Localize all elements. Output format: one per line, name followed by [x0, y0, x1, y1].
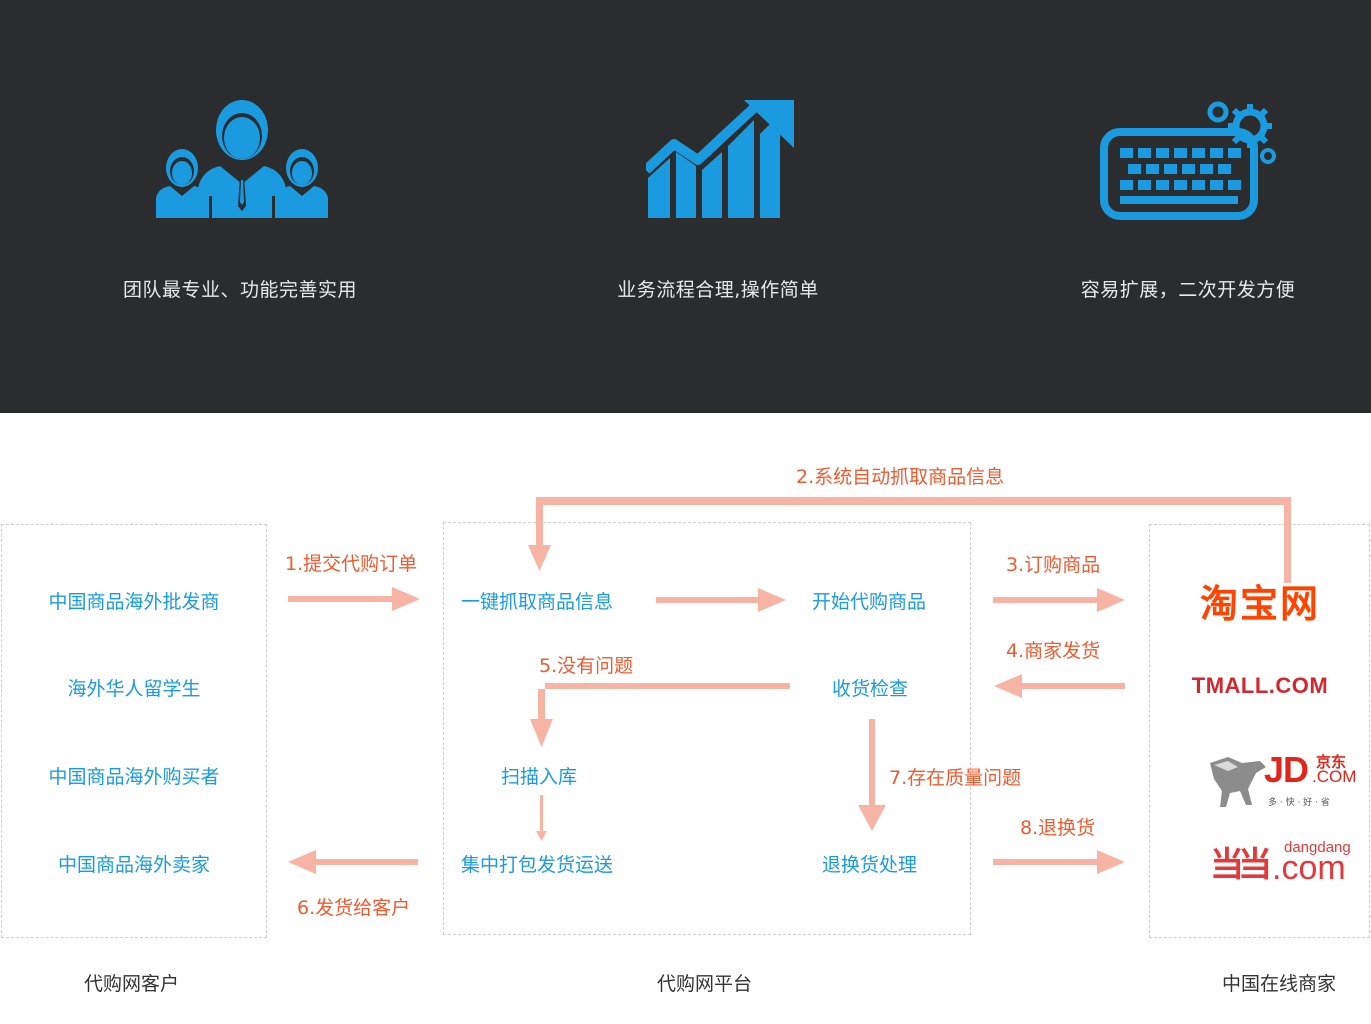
- growth-chart-icon: [646, 100, 794, 218]
- platform-box: [443, 522, 971, 935]
- node-grab: 一键抓取商品信息: [461, 591, 614, 613]
- arrow-step2: [536, 497, 1291, 583]
- arrow-step3: [993, 588, 1125, 612]
- customer-footer: 代购网客户: [84, 973, 180, 995]
- gear-icon: [1228, 104, 1272, 148]
- step-label: 6.发货给客户: [297, 897, 411, 919]
- arrow-step8: [993, 850, 1125, 874]
- arrow-step1: [288, 587, 420, 611]
- arrow-step5: [538, 683, 790, 723]
- arrow-step7: [858, 719, 886, 831]
- arrow-step6: [288, 850, 418, 874]
- customer-item: 中国商品海外卖家: [57, 854, 210, 876]
- step-label: 5.没有问题: [539, 655, 634, 677]
- feature-caption: 容易扩展，二次开发方便: [1080, 279, 1296, 301]
- customer-item: 中国商品海外购买者: [48, 766, 220, 788]
- customer-box: [1, 524, 267, 938]
- dangdang-logo: 当当 dangdang .com: [1210, 839, 1351, 887]
- merchant-footer: 中国在线商家: [1222, 973, 1337, 995]
- customer-item: 海外华人留学生: [67, 678, 201, 700]
- step-label: 8.退换货: [1020, 817, 1096, 839]
- keyboard-gear-icon: [1100, 101, 1276, 220]
- step-label: 7.存在质量问题: [889, 767, 1022, 789]
- platform-footer: 代购网平台: [657, 973, 753, 995]
- node-pack: 集中打包发货运送: [461, 854, 614, 876]
- node-return: 退换货处理: [822, 854, 918, 876]
- node-inspect: 收货检查: [832, 678, 909, 700]
- step-label: 3.订购商品: [1006, 554, 1101, 576]
- flow-arrows: [288, 497, 1291, 874]
- step-label: 4.商家发货: [1006, 640, 1101, 662]
- purchase-flow-diagram: 中国商品海外批发商 海外华人留学生 中国商品海外购买者 中国商品海外卖家 一键抓…: [0, 413, 1371, 1024]
- jd-dog-mascot-icon: [1210, 757, 1266, 807]
- step-label: 2.系统自动抓取商品信息: [796, 466, 1005, 488]
- jd-logo: JD 京东 .COM 多 · 快 · 好 · 省: [1206, 749, 1366, 813]
- feature-caption: 团队最专业、功能完善实用: [122, 279, 357, 301]
- arrow-step4: [994, 674, 1125, 698]
- arrow-scan-to-pack: [536, 795, 547, 841]
- taobao-logo: 淘宝网: [1199, 582, 1320, 626]
- step-label: 1.提交代购订单: [285, 553, 418, 575]
- customer-item: 中国商品海外批发商: [48, 591, 220, 613]
- tmall-logo: TMALL.COM: [1191, 673, 1329, 698]
- merchant-box: [1149, 524, 1370, 938]
- features-banner: 团队最专业、功能完善实用 业务流程合理,操作简单: [0, 0, 1371, 413]
- node-start: 开始代购商品: [812, 591, 927, 613]
- node-scan: 扫描入库: [501, 766, 578, 788]
- arrow-grab-to-start: [656, 588, 786, 612]
- feature-caption: 业务流程合理,操作简单: [617, 279, 819, 301]
- team-icon: [156, 100, 328, 218]
